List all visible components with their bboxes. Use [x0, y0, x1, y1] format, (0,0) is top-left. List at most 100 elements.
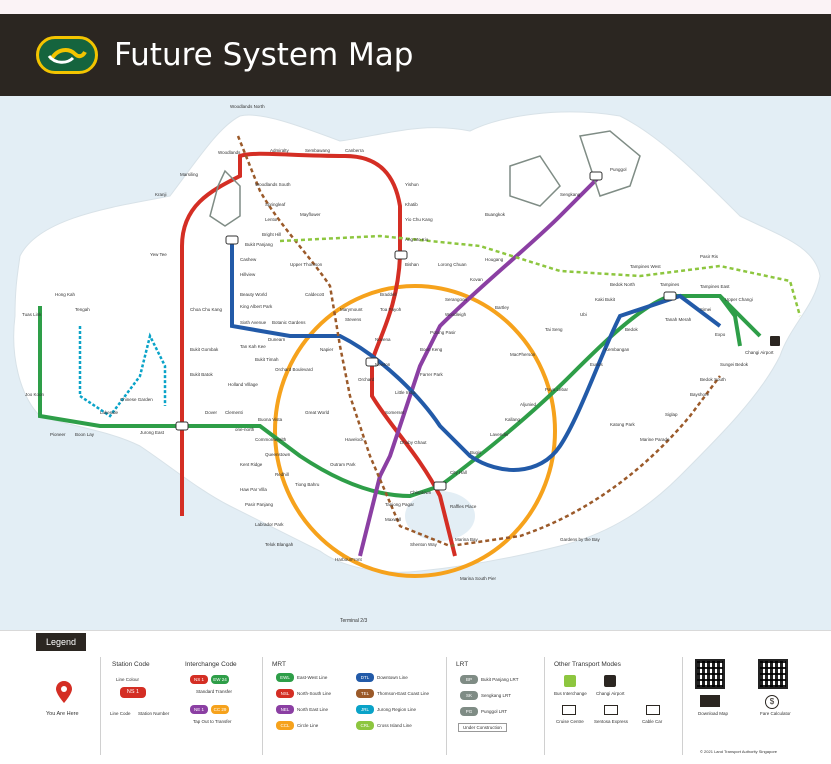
standard-transfer-code: NS 1 EW 24: [190, 675, 232, 684]
station-label: Haw Par Villa: [240, 487, 267, 492]
station-label: Gardens by the Bay: [560, 537, 601, 542]
station-label: Ubi: [580, 312, 587, 317]
divider: [446, 657, 447, 755]
station-label: Braddell: [380, 292, 397, 297]
tap-transfer-code: NE 1 CC 29: [190, 705, 232, 714]
station-label: Yishun: [405, 182, 419, 187]
cruise-centre-label: Cruise Centre: [556, 719, 584, 724]
station-label: Clementi: [225, 410, 243, 415]
line-code-pill: CCL: [276, 721, 294, 730]
cross-island-line: [279, 234, 802, 317]
download-map-qr-icon[interactable]: [695, 659, 725, 689]
cruise-centre-icon: [562, 705, 576, 715]
other-transport-title: Other Transport Modes: [554, 661, 621, 668]
station-label: Holland Village: [228, 382, 258, 387]
line-name: Cross Island Line: [377, 723, 412, 728]
station-label: Bukit Timah: [255, 357, 279, 362]
station-label: Tampines West: [630, 264, 661, 269]
line-colour-label: Line Colour: [116, 677, 140, 682]
line-code-label: Line Code: [110, 711, 131, 716]
downtown-line: [230, 236, 722, 472]
station-label: Aljunied: [520, 402, 537, 407]
station-label: Shenton Way: [410, 542, 438, 547]
line-name: East-West Line: [297, 675, 328, 680]
station-label: Maxwell: [385, 517, 401, 522]
line-name: Punggol LRT: [481, 709, 508, 714]
station-label: Boon Keng: [420, 347, 443, 352]
station-label: Upper Thomson: [290, 262, 323, 267]
marina-bay-water: [405, 491, 475, 541]
station-code-example: NS 1: [120, 687, 146, 698]
station-label: Kent Ridge: [240, 462, 263, 467]
station-label: Tanah Merah: [665, 317, 692, 322]
station-label: Bishan: [405, 262, 419, 267]
station-label: Changi Airport: [745, 350, 774, 355]
station-label: Caldecott: [305, 292, 325, 297]
station-label: Kovan: [470, 277, 483, 282]
bus-interchange-icon: [564, 675, 576, 687]
line-code-pill: CRL: [356, 721, 374, 730]
station-label: Bukit Gombak: [190, 347, 219, 352]
east-west-line: [38, 294, 762, 499]
line-name: Downtown Line: [377, 675, 408, 680]
divider: [682, 657, 683, 755]
station-label: Sembawang: [305, 148, 331, 153]
station-label: Kaki Bukit: [595, 297, 616, 302]
interchange-code-title: Interchange Code: [185, 661, 237, 668]
mrt-title: MRT: [272, 661, 286, 668]
thomson-east-coast-line: [236, 135, 721, 548]
station-label: Dunearn: [268, 337, 286, 342]
station-label: City Hall: [450, 470, 467, 475]
map-book-icon: [700, 695, 720, 707]
station-label: Canberra: [345, 148, 364, 153]
fare-calculator-qr-icon[interactable]: [758, 659, 788, 689]
station-label: Raffles Place: [450, 504, 477, 509]
divider: [262, 657, 263, 755]
legend-tab: Legend: [36, 633, 86, 651]
interchange-marker: [365, 357, 379, 367]
station-label: Bugis: [470, 450, 482, 455]
station-label: Hougang: [485, 257, 504, 262]
line-code-pill: SK: [460, 691, 478, 700]
station-code-title: Station Code: [112, 661, 150, 668]
station-label: Bukit Panjang: [245, 242, 273, 247]
station-label: Marsiling: [180, 172, 199, 177]
legend-panel: Legend You Are Here Station Code Line Co…: [0, 630, 831, 764]
interchange-marker: [433, 481, 447, 491]
system-map[interactable]: Woodlands North Woodlands Woodlands Sout…: [0, 96, 831, 630]
tap-transfer-label: Tap Out to Transfer: [193, 719, 232, 724]
station-label: Lentor: [265, 217, 278, 222]
location-pin-icon: [56, 681, 72, 703]
interchange-code-pill: CC 29: [211, 705, 229, 714]
station-label: Mayflower: [300, 212, 321, 217]
line-name: Bukit Panjang LRT: [481, 677, 519, 682]
station-number-label: Station Number: [138, 711, 170, 716]
station-label: Kallang: [505, 417, 521, 422]
punggol-lrt: [579, 130, 641, 197]
station-label: Orchard Boulevard: [275, 367, 313, 372]
north-south-line: [180, 151, 457, 557]
station-label: Bukit Batok: [190, 372, 214, 377]
station-label: Chinatown: [410, 490, 432, 495]
line-code-pill: NEL: [276, 705, 294, 714]
station-label: Farrer Park: [420, 372, 444, 377]
station-label: Sungei Bedok: [720, 362, 749, 367]
changi-airport-label: Changi Airport: [596, 691, 625, 696]
station-label: Lakeside: [100, 410, 119, 415]
station-label: Marina South Pier: [460, 576, 497, 581]
cable-car-icon: [646, 705, 660, 715]
terminal-label: Terminal 2/3: [340, 618, 368, 624]
divider: [544, 657, 545, 755]
station-label: Chinese Garden: [120, 397, 153, 402]
station-label: Bayshore: [690, 392, 710, 397]
station-label: Toa Payoh: [380, 307, 402, 312]
island-landmass: [13, 111, 821, 573]
line-code-pill: DTL: [356, 673, 374, 682]
station-label: King Albert Park: [240, 304, 273, 309]
station-label: Novena: [375, 337, 391, 342]
line-name: Sengkang LRT: [481, 693, 511, 698]
